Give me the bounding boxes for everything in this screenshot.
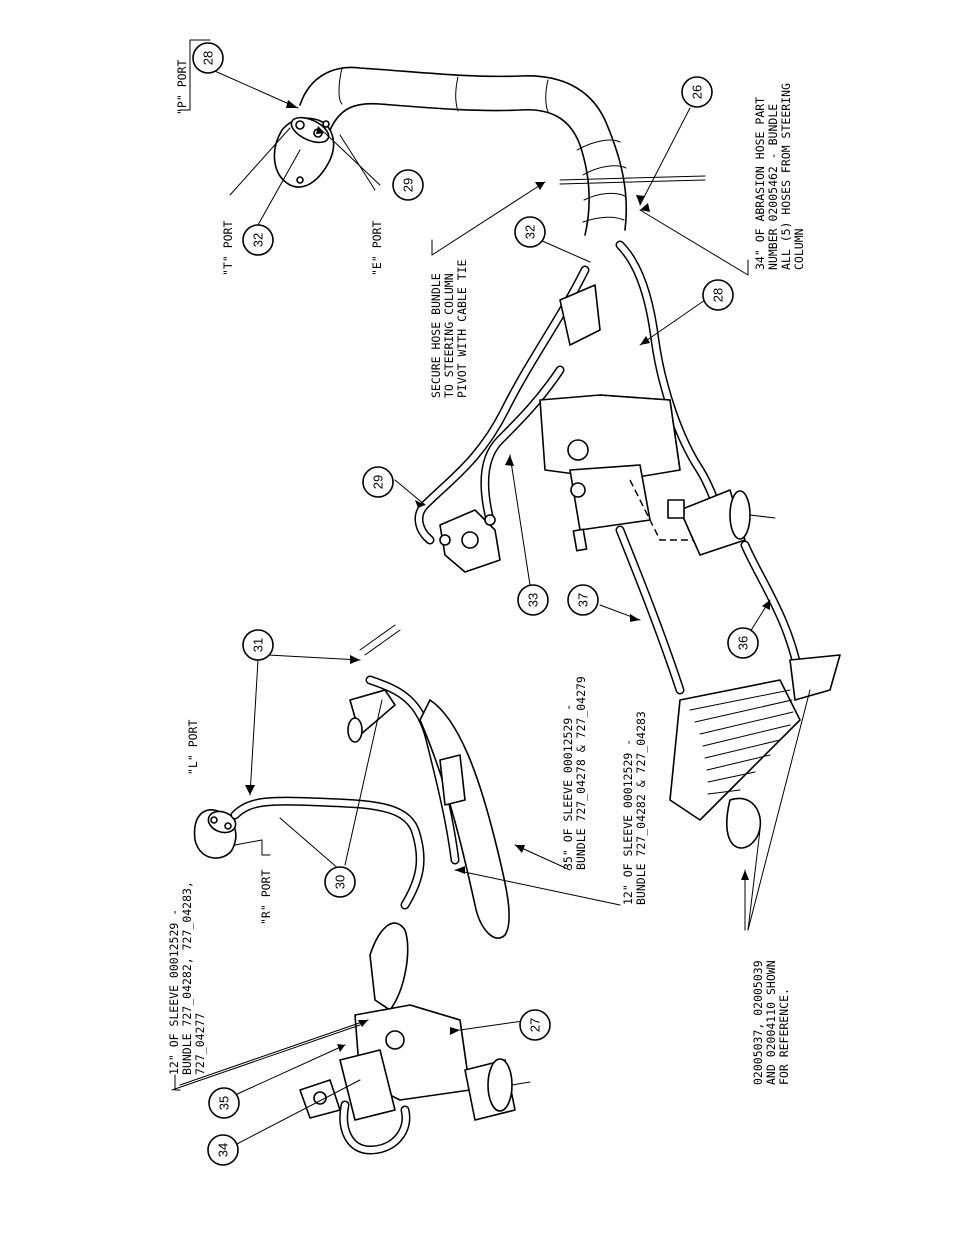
hose-34-route bbox=[339, 1100, 411, 1155]
callout-28-top: 28 bbox=[192, 42, 224, 74]
svg-text:32: 32 bbox=[251, 233, 266, 247]
control-valve-upper bbox=[539, 284, 700, 552]
svg-text:34: 34 bbox=[216, 1143, 231, 1157]
steering-unit-top bbox=[273, 116, 335, 188]
reference-note: 02005037, 02005039 AND 02004110 SHOWN FO… bbox=[751, 960, 791, 1085]
svg-text:35: 35 bbox=[217, 1096, 232, 1110]
secure-hose-note: SECURE HOSE BUNDLE TO STEERING COLUMN PI… bbox=[429, 259, 469, 398]
sleeve-12-note-right: 12" OF SLEEVE 00012529 - BUNDLE 727_0428… bbox=[621, 711, 648, 905]
svg-text:34" OF ABRASION HOSE PART: 34" OF ABRASION HOSE PART bbox=[753, 97, 767, 270]
svg-text:30: 30 bbox=[333, 875, 348, 889]
hose-30-route bbox=[230, 796, 425, 910]
fitting-29-valve bbox=[439, 509, 501, 573]
svg-text:BUNDLE 727_04282 & 727_04283: BUNDLE 727_04282 & 727_04283 bbox=[634, 711, 648, 905]
abrasion-hose-note: 34" OF ABRASION HOSE PART NUMBER 0200546… bbox=[753, 83, 806, 270]
callout-29-mid: 29 bbox=[362, 466, 394, 498]
callout-32-mid: 32 bbox=[514, 216, 546, 248]
svg-text:28: 28 bbox=[711, 288, 726, 302]
p-port-label: "P" PORT bbox=[175, 60, 189, 115]
callout-28-mid: 28 bbox=[702, 279, 734, 311]
svg-text:BUNDLE 727_04282, 727_04283,: BUNDLE 727_04282, 727_04283, bbox=[180, 881, 194, 1075]
fitting-31 bbox=[347, 689, 466, 806]
control-valve-lower bbox=[339, 1004, 471, 1121]
svg-text:PIVOT WITH CABLE TIE: PIVOT WITH CABLE TIE bbox=[455, 259, 469, 398]
svg-text:29: 29 bbox=[401, 178, 416, 192]
leader-lines bbox=[171, 39, 811, 1146]
hose-33-route bbox=[480, 365, 565, 525]
steering-unit-lower bbox=[193, 809, 237, 859]
callout-37: 37 bbox=[567, 584, 599, 616]
sleeve-35-note: 35" OF SLEEVE 00012529 - BUNDLE 727_0427… bbox=[561, 676, 588, 870]
sleeve-35-bundle bbox=[419, 699, 510, 939]
callout-29-top: 29 bbox=[392, 169, 424, 201]
cable-tie-rod bbox=[559, 175, 706, 185]
r-port-label: "R" PORT bbox=[259, 870, 273, 925]
svg-text:FOR REFERENCE.: FOR REFERENCE. bbox=[777, 988, 791, 1085]
callout-30: 30 bbox=[324, 866, 356, 898]
svg-text:NUMBER 02005462 - BUNDLE: NUMBER 02005462 - BUNDLE bbox=[766, 104, 780, 270]
svg-text:35" OF SLEEVE 00012529 -: 35" OF SLEEVE 00012529 - bbox=[561, 704, 575, 870]
svg-text:BUNDLE 727_04278 & 727_04279: BUNDLE 727_04278 & 727_04279 bbox=[574, 676, 588, 870]
svg-text:12" OF SLEEVE 00012529 -: 12" OF SLEEVE 00012529 - bbox=[167, 909, 181, 1075]
svg-text:28: 28 bbox=[201, 51, 216, 65]
callout-31: 31 bbox=[242, 629, 274, 661]
svg-text:27: 27 bbox=[528, 1018, 543, 1032]
motor-lower bbox=[464, 1058, 531, 1121]
e-port-label: "E" PORT bbox=[370, 221, 384, 276]
svg-text:36: 36 bbox=[736, 636, 751, 650]
callout-36: 36 bbox=[727, 627, 759, 659]
svg-text:727_04277: 727_04277 bbox=[193, 1013, 207, 1075]
callout-35: 35 bbox=[208, 1087, 240, 1119]
callout-26: 26 bbox=[681, 76, 713, 108]
callout-33: 33 bbox=[517, 584, 549, 616]
abrasion-hose-bundle bbox=[299, 66, 628, 236]
svg-text:12" OF SLEEVE 00012529 -: 12" OF SLEEVE 00012529 - bbox=[621, 739, 635, 905]
callout-32-top: 32 bbox=[242, 224, 274, 256]
t-port-label: "T" PORT bbox=[221, 221, 235, 276]
sleeve-12-bundle-lower bbox=[369, 922, 409, 1011]
callout-27: 27 bbox=[519, 1009, 551, 1041]
callout-34: 34 bbox=[207, 1134, 239, 1166]
arrowheads bbox=[245, 100, 770, 1052]
svg-text:32: 32 bbox=[523, 225, 538, 239]
svg-text:SECURE HOSE BUNDLE: SECURE HOSE BUNDLE bbox=[429, 273, 443, 398]
sleeve-12-note-left: 12" OF SLEEVE 00012529 - BUNDLE 727_0428… bbox=[167, 881, 207, 1075]
hose-29-route bbox=[414, 265, 590, 545]
svg-text:37: 37 bbox=[576, 593, 591, 607]
svg-text:COLUMN: COLUMN bbox=[792, 228, 806, 270]
svg-text:ALL (5) HOSES FROM STEERING: ALL (5) HOSES FROM STEERING bbox=[779, 83, 793, 270]
svg-text:31: 31 bbox=[251, 638, 266, 652]
svg-text:33: 33 bbox=[526, 593, 541, 607]
svg-text:AND 02004110 SHOWN: AND 02004110 SHOWN bbox=[764, 960, 778, 1085]
svg-text:26: 26 bbox=[690, 85, 705, 99]
oil-cooler bbox=[669, 654, 841, 849]
fitting-34 bbox=[299, 1079, 341, 1119]
svg-text:29: 29 bbox=[371, 475, 386, 489]
svg-text:02005037, 02005039: 02005037, 02005039 bbox=[751, 960, 765, 1085]
l-port-label: "L" PORT bbox=[186, 720, 200, 775]
svg-text:TO STEERING COLUMN: TO STEERING COLUMN bbox=[442, 273, 456, 398]
motor-upper bbox=[667, 489, 776, 556]
hose-37-route bbox=[615, 525, 685, 695]
